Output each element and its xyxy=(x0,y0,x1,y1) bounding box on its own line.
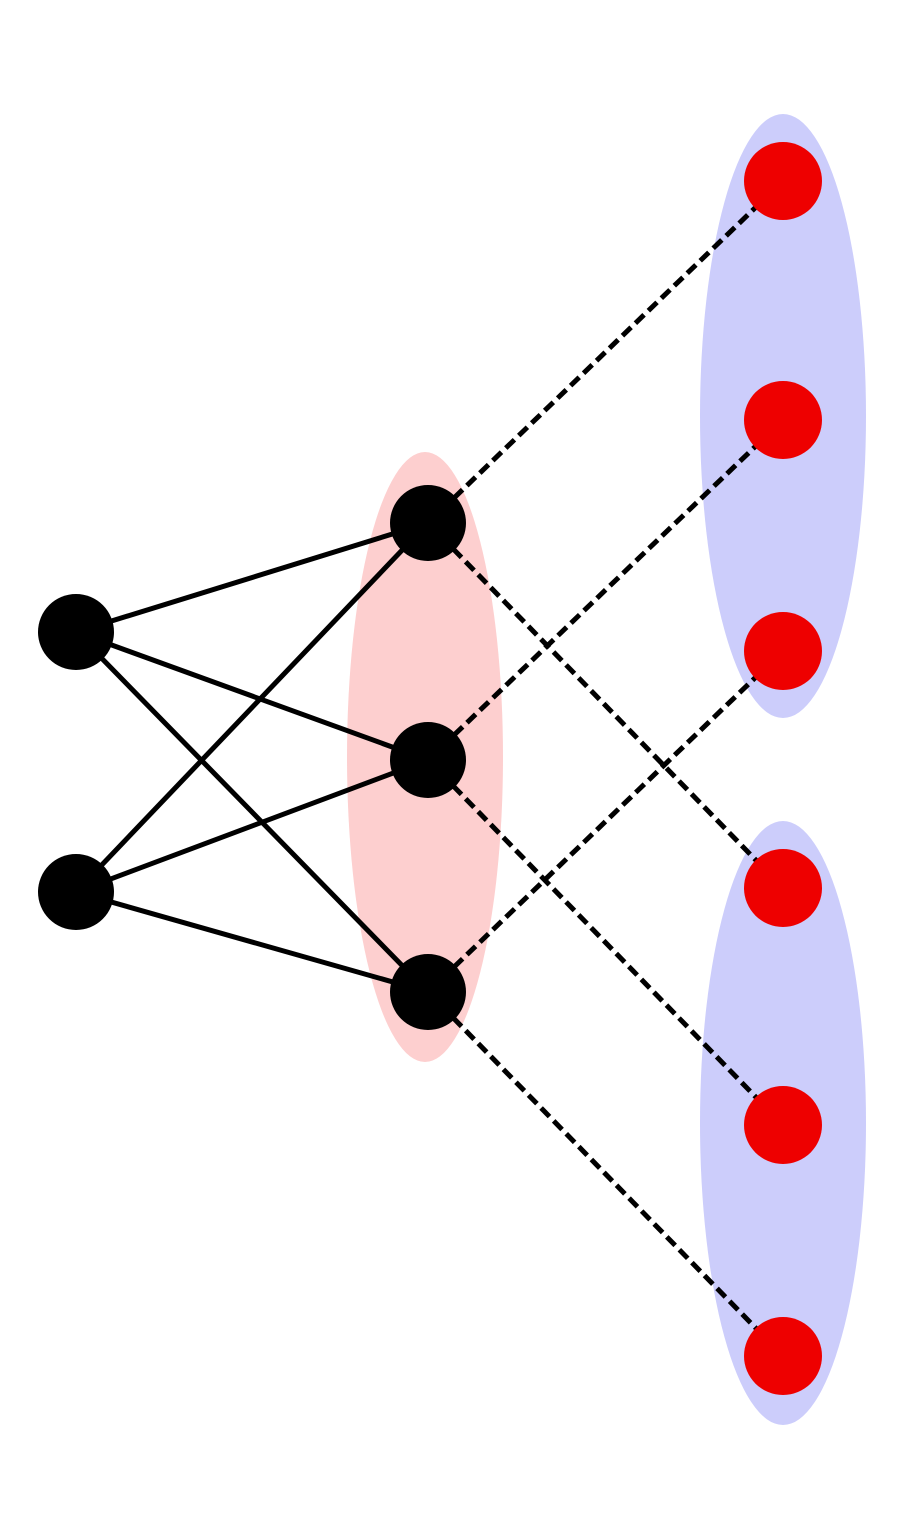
input-node-i1 xyxy=(38,594,114,670)
output-node-o4 xyxy=(744,849,822,927)
dashed-edge-h3-o3 xyxy=(426,649,785,994)
hidden-node-h2 xyxy=(390,722,466,798)
node-layer xyxy=(38,142,822,1395)
dashed-edge-h2-o5 xyxy=(426,758,785,1127)
output-node-o3 xyxy=(744,612,822,690)
dashed-edge-h2-o2 xyxy=(426,418,785,762)
solid-edge-i2-h2 xyxy=(75,757,429,895)
hidden-node-h1 xyxy=(390,485,466,561)
solid-edge-i1-h3 xyxy=(74,630,430,994)
solid-edge-i2-h3 xyxy=(75,889,429,995)
dashed-edge-h3-o6 xyxy=(426,990,785,1358)
hidden-node-h3 xyxy=(390,954,466,1030)
solid-edge-i1-h2 xyxy=(75,629,429,763)
output-node-o5 xyxy=(744,1086,822,1164)
solid-edge-i1-h1 xyxy=(75,520,429,635)
edge-layer xyxy=(74,179,785,1358)
dashed-edge-h1-o4 xyxy=(426,521,785,890)
input-node-i2 xyxy=(38,854,114,930)
dashed-edge-h1-o1 xyxy=(426,179,785,525)
output-node-o2 xyxy=(744,381,822,459)
solid-edge-i2-h1 xyxy=(74,521,430,894)
output-node-o1 xyxy=(744,142,822,220)
output-node-o6 xyxy=(744,1317,822,1395)
